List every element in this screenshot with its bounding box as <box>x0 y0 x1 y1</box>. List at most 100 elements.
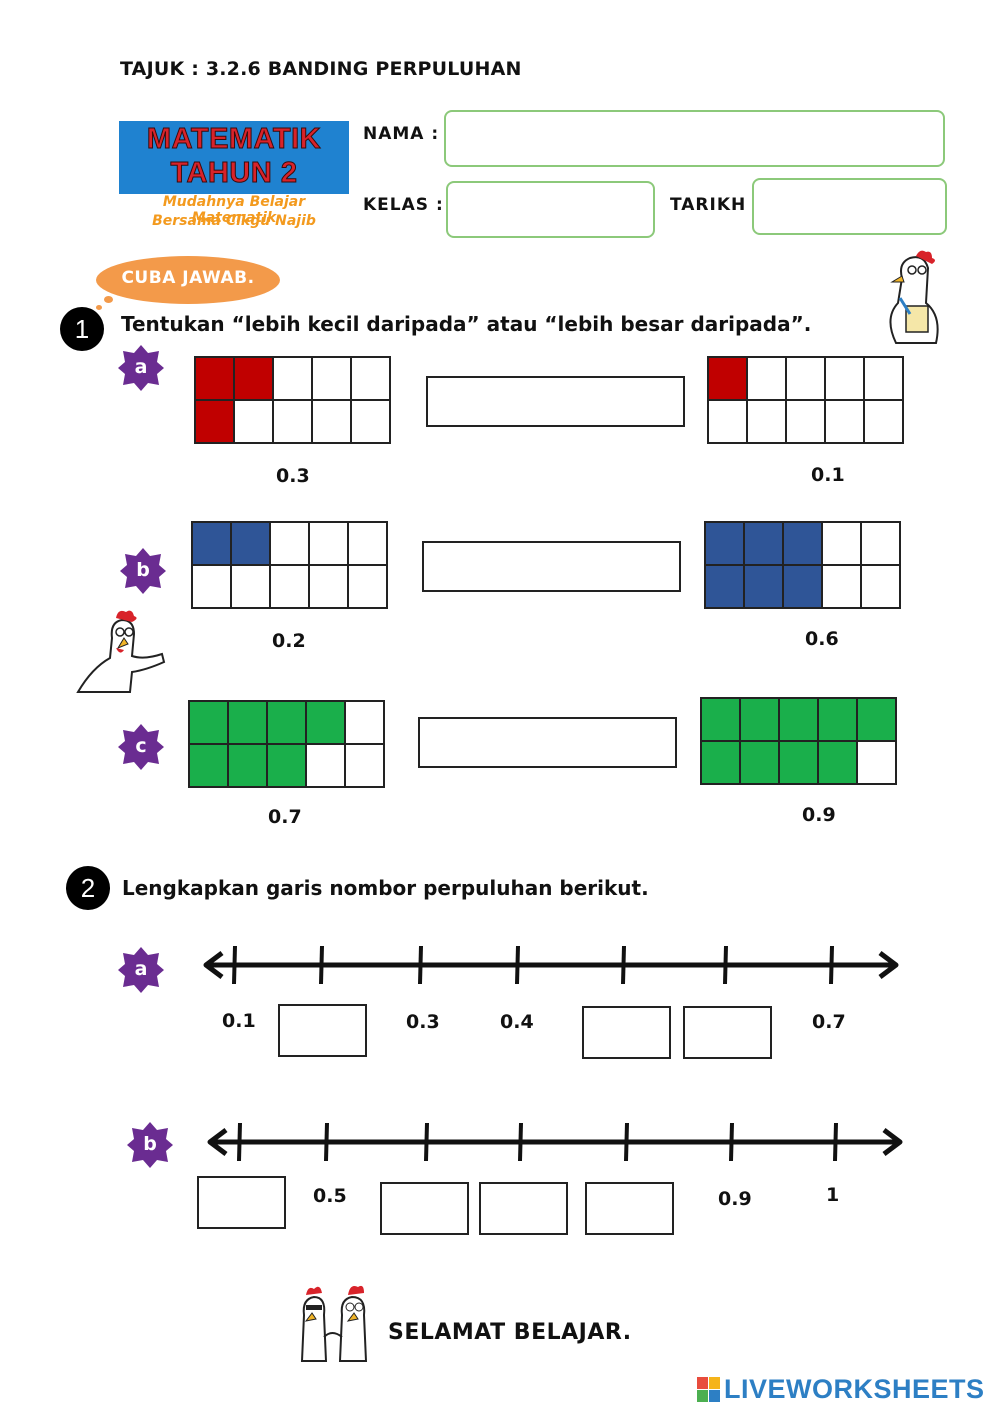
grid-cell <box>818 741 857 784</box>
grid-cell <box>231 522 270 565</box>
number-line-label: 0.3 <box>406 1011 440 1033</box>
number-line-a <box>203 945 899 985</box>
tick <box>518 1122 523 1162</box>
footer-message: SELAMAT BELAJAR. <box>388 1320 632 1345</box>
tick <box>833 1122 838 1162</box>
grid-cell <box>857 698 896 741</box>
number-line-answer-box[interactable] <box>479 1182 568 1235</box>
value-label: 0.7 <box>268 806 302 828</box>
tick <box>319 945 324 985</box>
number-line-label: 0.7 <box>812 1011 846 1033</box>
tick <box>624 1122 629 1162</box>
grid-cell <box>192 565 231 608</box>
two-chickens-icon <box>300 1285 368 1362</box>
date-field[interactable] <box>752 178 947 235</box>
grid-cell <box>351 357 390 400</box>
grid-cell <box>779 741 818 784</box>
tick <box>723 945 728 985</box>
grid-cell <box>786 357 825 400</box>
answer-box[interactable] <box>418 717 677 768</box>
grid-cell <box>273 400 312 443</box>
grid-cell <box>345 744 384 787</box>
decimal-grid-right <box>704 521 901 609</box>
grid-cell <box>351 400 390 443</box>
value-label: 0.6 <box>805 628 839 650</box>
logo: MATEMATIK TAHUN 2 <box>119 121 349 194</box>
number-line-answer-box[interactable] <box>585 1182 674 1235</box>
decimal-grid-left <box>194 356 391 444</box>
grid-cell <box>705 522 744 565</box>
grid-cell <box>744 565 783 608</box>
badge-letter: b <box>136 559 150 581</box>
number-line-answer-box[interactable] <box>582 1006 671 1059</box>
badge-letter: a <box>134 356 148 378</box>
grid-cell <box>228 701 267 744</box>
number-line-label: 1 <box>826 1184 840 1206</box>
answer-box[interactable] <box>426 376 685 427</box>
number-line-answer-box[interactable] <box>380 1182 469 1235</box>
grid-cell <box>270 522 309 565</box>
grid-cell <box>312 400 351 443</box>
chicken-thinking-icon <box>889 250 939 344</box>
value-label: 0.1 <box>811 464 845 486</box>
grid-cell <box>783 522 822 565</box>
number-line-label: 0.1 <box>222 1010 256 1032</box>
tick <box>418 945 423 985</box>
class-field[interactable] <box>446 181 655 238</box>
question-2-text: Lengkapkan garis nombor perpuluhan berik… <box>122 876 649 900</box>
grid-cell <box>705 565 744 608</box>
grid-cell <box>744 522 783 565</box>
decimal-grid-left <box>191 521 388 609</box>
decimal-grid-right <box>700 697 897 785</box>
grid-cell <box>740 741 779 784</box>
thought-cloud <box>96 256 280 304</box>
grid-cell <box>786 400 825 443</box>
tick <box>621 945 626 985</box>
badge-a: a <box>118 345 164 391</box>
decimal-grid-left <box>188 700 385 788</box>
question-number-2: 2 <box>66 866 110 910</box>
badge-b: b <box>120 548 166 594</box>
chicken-pointing-icon <box>76 610 166 693</box>
grid-cell <box>783 565 822 608</box>
brand-name: LIVEWORKSHEETS <box>724 1374 985 1404</box>
number-line-label: 0.5 <box>313 1185 347 1207</box>
number-line-answer-box[interactable] <box>197 1176 286 1229</box>
grid-cell <box>189 701 228 744</box>
grid-cell <box>861 565 900 608</box>
badge-letter: a <box>134 958 148 980</box>
name-label: NAMA : <box>363 124 440 144</box>
grid-cell <box>701 741 740 784</box>
grid-cell <box>309 565 348 608</box>
grid-cell <box>864 400 903 443</box>
logo-subtitle-2: Bersama Cikgu Najib <box>152 213 316 229</box>
value-label: 0.9 <box>802 804 836 826</box>
question-number-1: 1 <box>60 307 104 351</box>
badge-letter: c <box>135 735 147 757</box>
grid-cell <box>747 400 786 443</box>
class-label: KELAS : <box>363 195 444 215</box>
grid-cell <box>306 744 345 787</box>
grid-cell <box>192 522 231 565</box>
cloud-dot <box>104 296 113 303</box>
grid-cell <box>267 744 306 787</box>
grid-cell <box>309 522 348 565</box>
answer-box[interactable] <box>422 541 681 592</box>
grid-cell <box>708 357 747 400</box>
tick <box>729 1122 734 1162</box>
grid-cell <box>857 741 896 784</box>
grid-cell <box>822 565 861 608</box>
tick <box>324 1122 329 1162</box>
number-line-answer-box[interactable] <box>683 1006 772 1059</box>
name-field[interactable] <box>444 110 945 167</box>
value-label: 0.3 <box>276 465 310 487</box>
tick <box>829 945 834 985</box>
grid-cell <box>195 400 234 443</box>
grid-cell <box>708 400 747 443</box>
value-label: 0.2 <box>272 630 306 652</box>
number-line-answer-box[interactable] <box>278 1004 367 1057</box>
cloud-label: CUBA JAWAB. <box>121 268 255 288</box>
number-line-b <box>207 1122 903 1162</box>
logo-subtitle-1: Mudahnya Belajar Matematik <box>162 194 306 226</box>
grid-cell <box>267 701 306 744</box>
